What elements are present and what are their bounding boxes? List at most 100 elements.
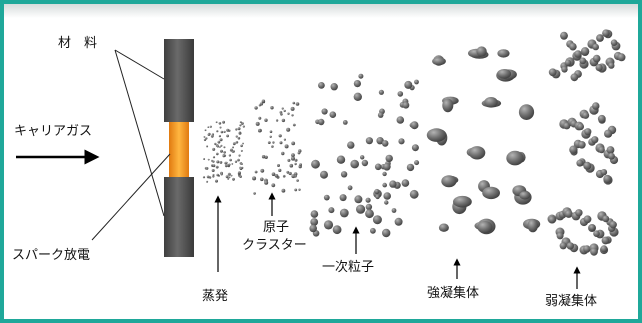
weak-aggregate-particle xyxy=(578,141,586,149)
vapor-atom xyxy=(226,134,230,138)
atom-cluster xyxy=(294,175,297,178)
weak-aggregate-particle xyxy=(570,73,579,82)
primary-particle-label: 一次粒子 xyxy=(322,260,375,275)
upper-electrode xyxy=(164,39,194,122)
weak-aggregate-particle xyxy=(556,232,564,240)
vapor-atom xyxy=(242,125,245,128)
atom-cluster xyxy=(289,163,294,168)
atom-cluster xyxy=(264,155,268,159)
vapor-atom xyxy=(219,161,223,164)
weak-aggregate-particle xyxy=(548,216,556,224)
primary-particle xyxy=(414,160,420,166)
atom-cluster xyxy=(292,101,296,105)
atom-cluster xyxy=(287,112,290,115)
primary-particle xyxy=(409,189,419,199)
primary-particle xyxy=(360,155,365,160)
primary-particle xyxy=(377,112,384,118)
primary-particle xyxy=(353,80,361,88)
weak-aggregate-particle xyxy=(574,50,582,58)
weak-aggregate-particle xyxy=(610,39,618,46)
vapor-atom xyxy=(226,128,230,132)
evaporation-label: 蒸発 xyxy=(202,289,229,304)
atom-cluster xyxy=(295,102,300,106)
atom-cluster xyxy=(291,141,296,146)
vapor-atom xyxy=(219,146,221,148)
strong-aggregate-particle xyxy=(482,186,500,200)
vapor-atom xyxy=(227,177,230,180)
atom-cluster xyxy=(278,134,282,138)
primary-particle xyxy=(375,194,380,200)
vapor-atom xyxy=(232,177,235,181)
atom-cluster xyxy=(283,109,286,113)
primary-particle xyxy=(414,79,419,85)
vapor-atom xyxy=(240,144,243,148)
atom-cluster xyxy=(291,114,294,117)
primary-particle xyxy=(382,171,387,177)
primary-particle xyxy=(394,217,403,226)
primary-particle xyxy=(397,91,404,97)
vapor-atom xyxy=(217,140,221,144)
weak-aggregate-particle xyxy=(559,242,567,250)
strong-aggregate-particle xyxy=(519,191,531,200)
strong-aggregate-particle xyxy=(426,128,447,142)
vapor-atom xyxy=(240,163,243,165)
spark-leader xyxy=(91,153,171,241)
atom-cluster xyxy=(255,121,260,126)
vapor-atom xyxy=(230,174,233,177)
strong-aggregate-particle xyxy=(484,97,498,108)
weak-aggregate-particle xyxy=(583,215,592,224)
vapor-atom xyxy=(237,171,241,175)
primary-particle xyxy=(378,89,384,95)
vapor-atom xyxy=(220,173,223,176)
vapor-atom xyxy=(227,172,231,176)
vapor-atom xyxy=(222,120,226,124)
strong-aggregate-particle xyxy=(468,146,486,160)
vapor-atom xyxy=(207,158,210,161)
primary-particle xyxy=(340,171,348,178)
vapor-atom xyxy=(215,121,218,124)
weak-aggregate-particle xyxy=(589,224,596,231)
strong-aggregate-particle xyxy=(497,69,512,79)
primary-particle xyxy=(402,101,410,109)
vapor-atom xyxy=(225,161,228,164)
vapor-atom xyxy=(202,176,206,179)
weak-aggregate-particle xyxy=(595,64,603,72)
strong-aggregate-particle xyxy=(476,46,487,57)
material-label: 材 料 xyxy=(58,36,98,51)
vapor-atom xyxy=(239,124,242,127)
vapor-atom xyxy=(205,167,209,170)
vapor-atom xyxy=(223,151,226,154)
atom-cluster xyxy=(281,107,284,110)
primary-particle xyxy=(318,118,325,126)
weak-aggregate-particle xyxy=(606,146,615,154)
atom-cluster xyxy=(296,179,299,182)
weak-aggregate-particle xyxy=(608,152,615,160)
atom-cluster xyxy=(269,135,272,138)
primary-particle xyxy=(336,155,346,164)
weak-aggregate-particle xyxy=(604,129,613,138)
vapor-atom xyxy=(209,125,212,128)
vapor-atom xyxy=(216,160,220,164)
atom-label: 原子 xyxy=(262,220,289,235)
primary-particle xyxy=(365,197,371,203)
weak-aggregate-particle xyxy=(600,245,608,253)
primary-particle xyxy=(361,159,369,167)
atom-cluster xyxy=(284,144,289,149)
vapor-atom xyxy=(211,164,214,167)
primary-particle xyxy=(310,210,319,218)
atom-cluster xyxy=(275,119,279,122)
strong-aggregate-particle xyxy=(527,218,538,233)
weak-aggregate-particle xyxy=(582,111,590,119)
vapor-atom xyxy=(219,138,223,142)
primary-particle xyxy=(374,163,382,171)
atom-cluster xyxy=(294,158,298,162)
vapor-atom xyxy=(238,131,241,134)
vapor-atom xyxy=(239,121,242,124)
vapor-atom xyxy=(203,136,206,138)
weak-aggregate-particle xyxy=(561,66,568,73)
vapor-atom xyxy=(232,146,234,149)
atom-cluster xyxy=(294,188,298,192)
atom-cluster xyxy=(281,151,285,156)
atom-cluster xyxy=(279,141,283,145)
atom-cluster xyxy=(278,168,282,172)
